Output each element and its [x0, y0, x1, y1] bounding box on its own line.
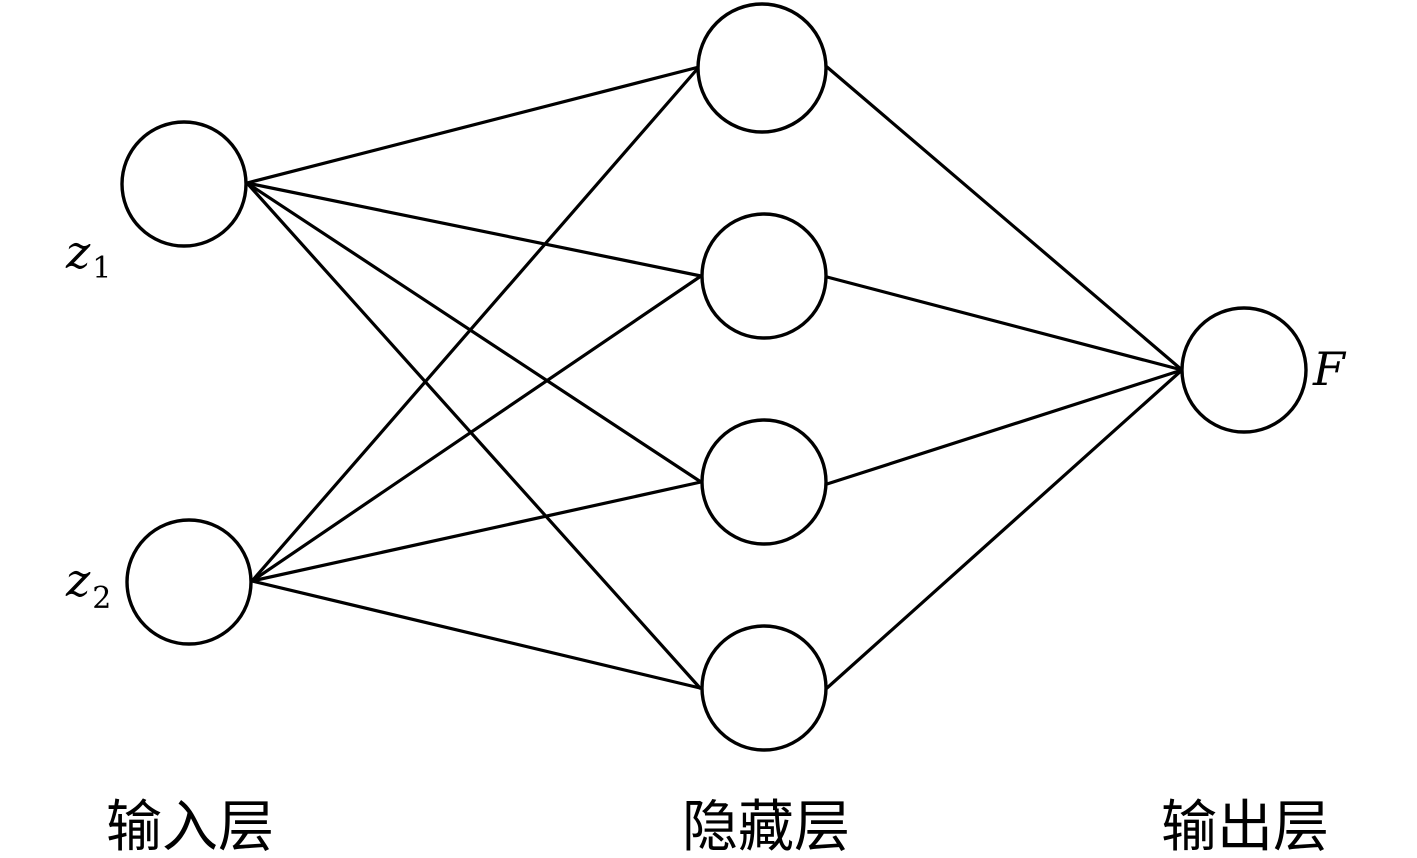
edge-in1-h1 [245, 65, 701, 185]
node-input-2 [125, 518, 253, 646]
edges-group [245, 65, 1184, 690]
input-1-label: z1 [65, 225, 111, 286]
output-label: F [1312, 342, 1347, 396]
edge-h4-out [825, 368, 1184, 690]
edge-in2-h2 [250, 274, 703, 583]
node-hidden-1 [696, 2, 828, 134]
node-hidden-2 [700, 212, 828, 340]
node-hidden-4 [700, 624, 828, 752]
labels-group: z1 z2 F 输入层 隐藏层 输出层 [65, 225, 1347, 858]
node-hidden-3 [700, 418, 828, 546]
edge-in2-h1 [250, 65, 701, 583]
node-input-1 [120, 120, 248, 248]
edge-in2-h4 [250, 579, 702, 690]
edge-in1-h2 [245, 181, 703, 278]
layer-label-output: 输出层 [1161, 795, 1329, 858]
edge-h3-out [825, 368, 1184, 486]
edge-h2-out [825, 275, 1184, 372]
node-output [1180, 306, 1308, 434]
edge-in2-h3 [250, 480, 703, 583]
input-2-label: z2 [65, 553, 111, 616]
edge-in1-h4 [245, 181, 702, 690]
layer-label-hidden: 隐藏层 [682, 795, 850, 858]
edge-h1-out [825, 65, 1184, 372]
edge-in1-h3 [245, 181, 703, 484]
layer-label-input: 输入层 [106, 795, 274, 858]
nodes-group [120, 2, 1308, 752]
